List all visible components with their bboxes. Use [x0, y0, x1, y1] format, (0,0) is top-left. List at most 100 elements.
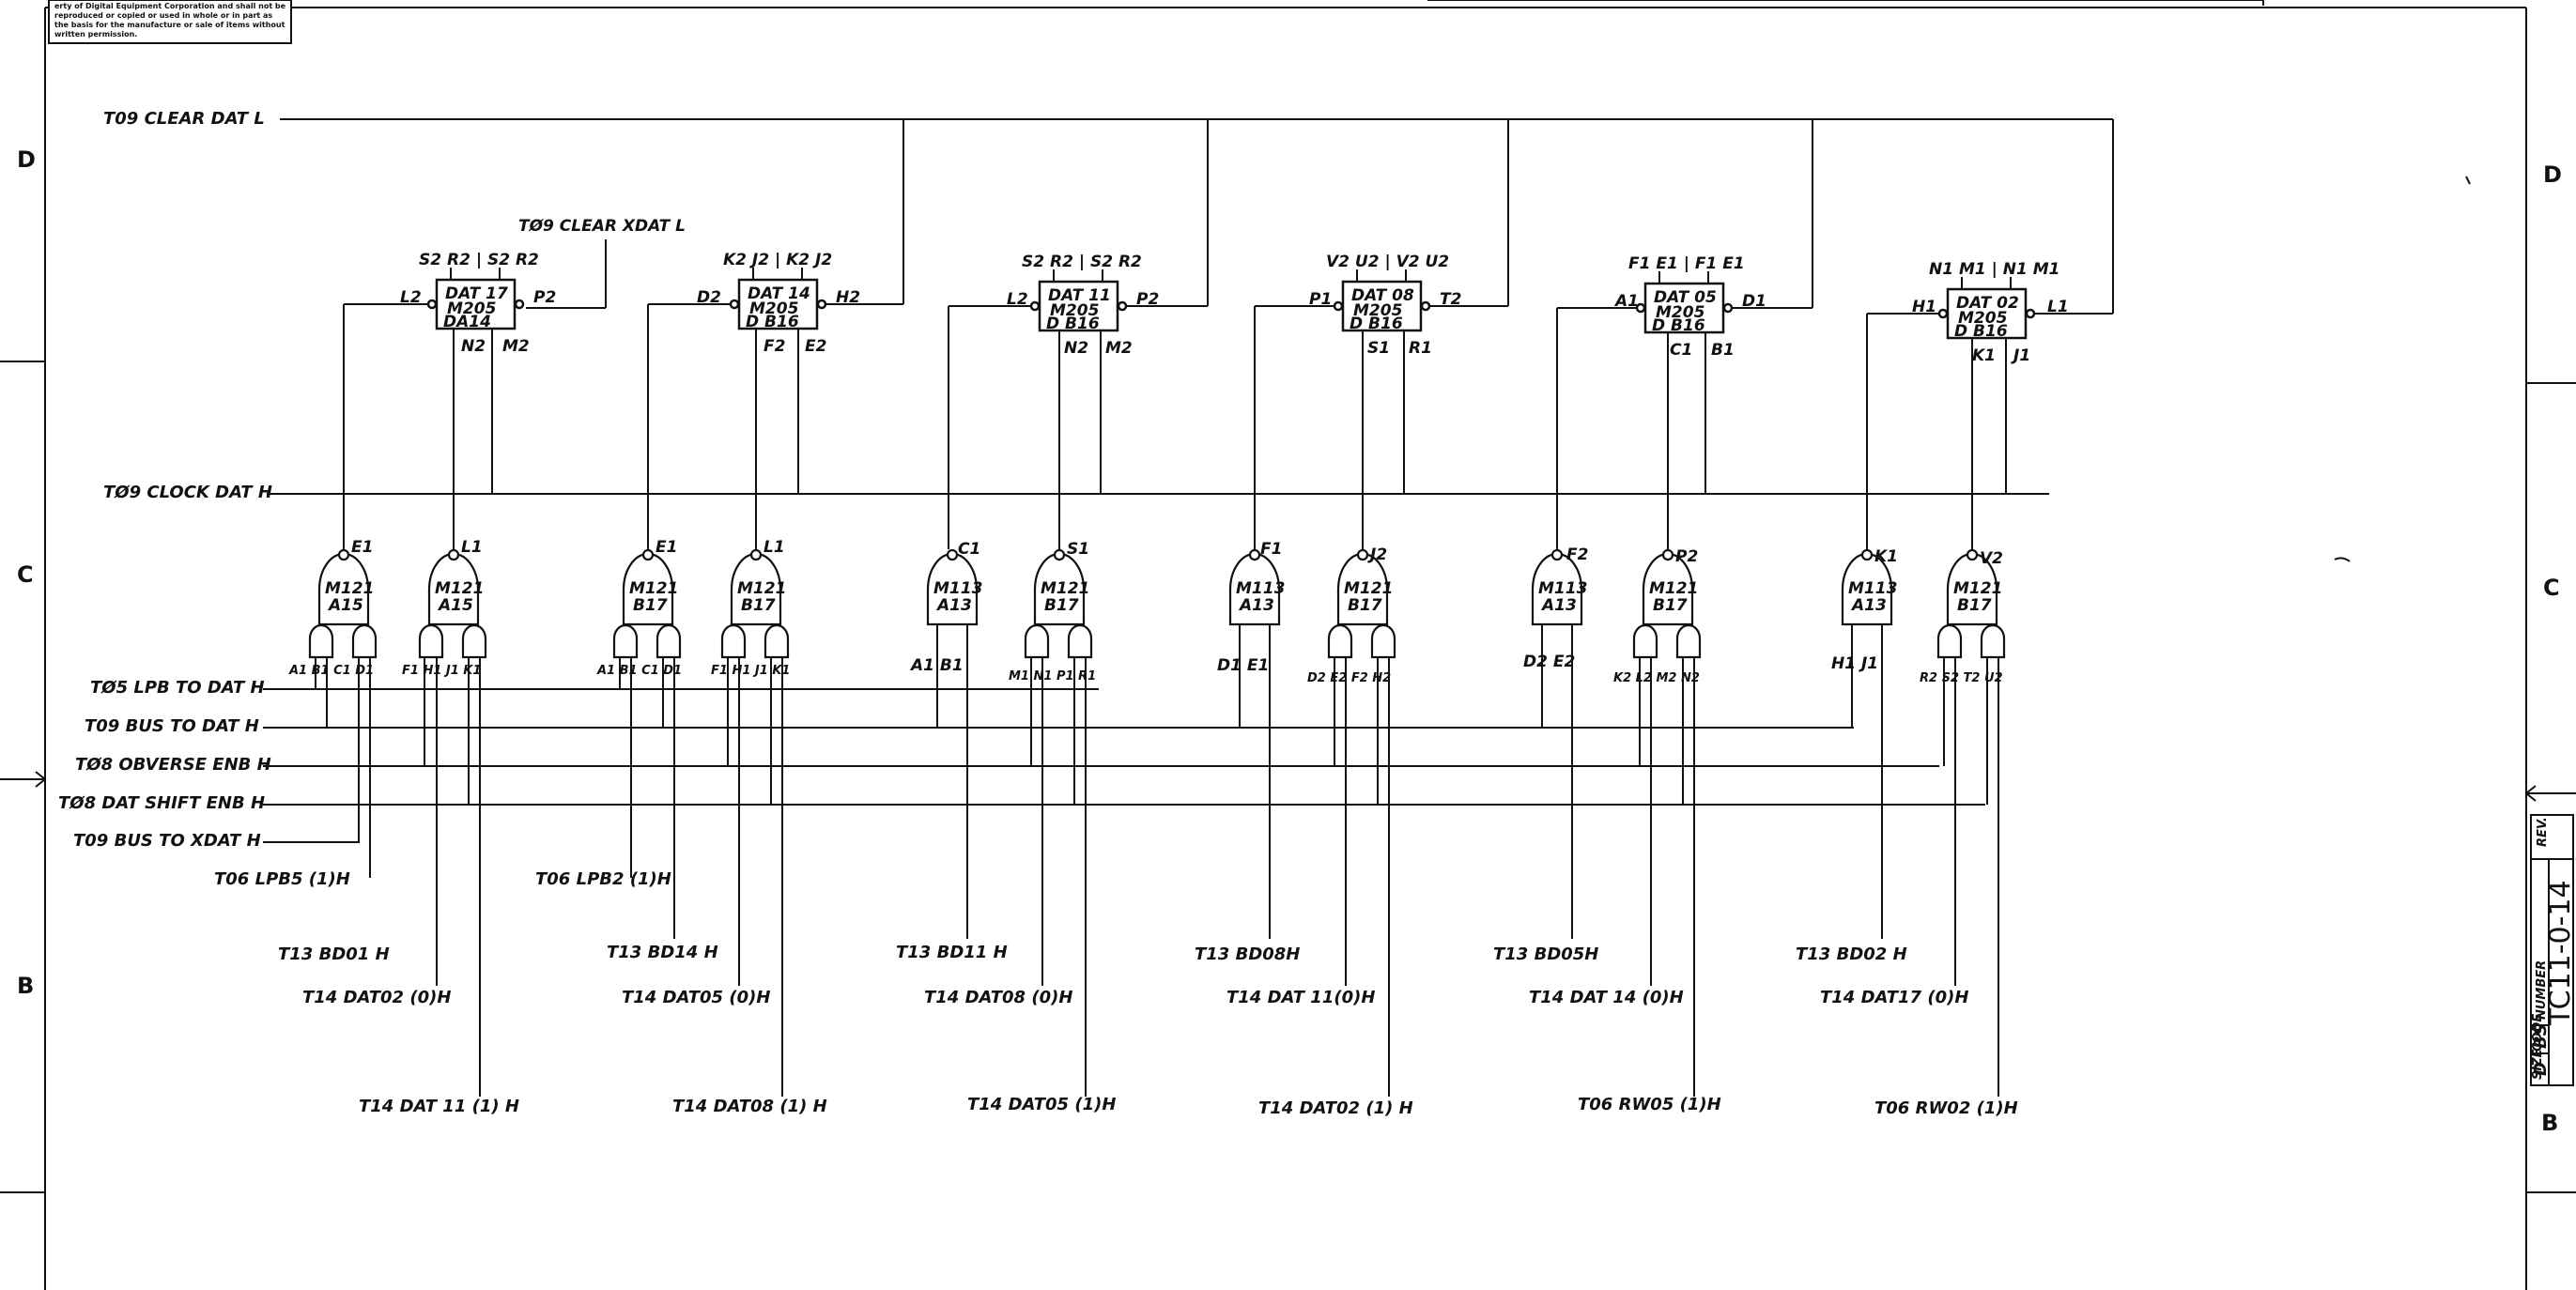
zone-d-right: D	[2543, 161, 2562, 188]
gate-out: E1	[656, 538, 677, 557]
ff-pins-top: S2 R2 | S2 R2	[1022, 253, 1142, 271]
bus-label: T09 BUS TO XDAT H	[73, 831, 261, 851]
ff-pin-b2: M2	[502, 337, 530, 356]
ff-loc: D B16	[746, 313, 799, 331]
title-block: REV. NUMBER TC11-0-14 CODE BS SIZE D	[2530, 814, 2576, 1086]
nand-gate: M121 B17 J2 D2 E2 F2 H2	[1307, 545, 1396, 685]
flipflop-dat17: DAT 17 M205 DA14 S2 R2 | S2 R2 L2 P2 N2 …	[400, 251, 556, 356]
clear-xdat-label: TØ9 CLEAR XDAT L	[518, 217, 686, 236]
ff-pins-top: N1 M1 | N1 M1	[1929, 260, 2060, 279]
gate-out: C1	[958, 540, 980, 559]
signal-label: T06 LPB2 (1)H	[535, 869, 671, 889]
signal-label: T14 DAT02 (1) H	[1258, 1098, 1413, 1118]
clear-dat-label: T09 CLEAR DAT L	[103, 109, 265, 129]
ff-loc: DA14	[443, 313, 491, 331]
ff-name: DAT 08	[1351, 286, 1414, 305]
ff-pin-b1: C1	[1670, 341, 1692, 360]
ff-pin-out: H2	[836, 288, 860, 307]
ff-pins-top: V2 U2 | V2 U2	[1326, 253, 1449, 271]
ff-pin-b2: R1	[1409, 339, 1432, 358]
gate-type: M121	[1041, 579, 1089, 598]
gate-type: M121	[629, 579, 678, 598]
signal-label: T13 BD08H	[1195, 944, 1300, 964]
number-label: NUMBER	[2535, 960, 2549, 1020]
ff-pin-out: L1	[2047, 298, 2069, 316]
ff-pin-out: D1	[1742, 292, 1766, 311]
signal-label: T14 DAT 14 (0)H	[1529, 988, 1684, 1007]
stray-marks	[2334, 176, 2471, 562]
signal-label: T14 DAT 11 (1) H	[359, 1097, 519, 1116]
ff-pin-b2: M2	[1105, 339, 1133, 358]
gate-ins: F1 H1 J1 K1	[711, 664, 790, 678]
signal-label: T14 DAT08 (0)H	[924, 988, 1072, 1007]
nand-gate: M113 A13 F1 D1 E1	[1217, 540, 1285, 675]
signal-label: T13 BD05H	[1493, 944, 1598, 964]
nand-gate: M113 A13 F2 D2 E2	[1523, 545, 1588, 671]
signal-label: T13 BD11 H	[896, 943, 1008, 962]
bottom-signals: T06 LPB5 (1)H T13 BD01 H T14 DAT02 (0)H …	[214, 869, 2018, 1118]
gate-loc: B17	[741, 596, 776, 615]
ff-loc: D B16	[1954, 322, 2008, 341]
gate-ins: F1 H1 J1 K1	[402, 664, 481, 678]
gate-loc: B17	[1957, 596, 1992, 615]
gate-ins: D1 E1	[1217, 656, 1269, 675]
gate-out: V2	[1980, 549, 2003, 568]
bus-label: TØ8 OBVERSE ENB H	[75, 755, 271, 775]
gate-loc: A13	[935, 596, 972, 615]
bus-label: T09 BUS TO DAT H	[85, 716, 259, 736]
gate-loc: B17	[1348, 596, 1382, 615]
gate-loc: A15	[437, 596, 473, 615]
size-label: SIZE	[2531, 1049, 2545, 1080]
signal-label: T14 DAT02 (0)H	[302, 988, 451, 1007]
ff-pin-out: P2	[1136, 290, 1159, 309]
ff-pin-in: P1	[1309, 290, 1332, 309]
zone-c-right: C	[2543, 575, 2560, 601]
zone-labels: D C B D C B	[17, 146, 2562, 1136]
ff-type: M205	[1353, 301, 1402, 320]
gate-out: P2	[1675, 547, 1698, 566]
size-value: D	[2531, 1062, 2551, 1076]
gate-ins: K2 L2 M2 N2	[1613, 671, 1700, 685]
gate-out: L1	[461, 538, 483, 557]
flipflop-dat05: DAT 05 M205 D B16 F1 E1 | F1 E1 A1 D1 C1…	[1613, 254, 1766, 360]
ff-pin-b1: N2	[461, 337, 486, 356]
gate-out: F1	[1260, 540, 1282, 559]
ff-type: M205	[749, 299, 798, 318]
gate-out: L1	[764, 538, 785, 557]
nand-gate: M121 B17 S1 M1 N1 P1 R1	[1009, 540, 1096, 683]
gate-ins: A1 B1 C1 D1	[288, 664, 374, 678]
gate-loc: A13	[1850, 596, 1887, 615]
ff-type: M205	[1050, 301, 1099, 320]
ff-pin-out: P2	[533, 288, 556, 307]
nand-gate: M113 A13 C1 A1 B1	[909, 540, 982, 675]
gate-ins: M1 N1 P1 R1	[1009, 669, 1096, 683]
gate-loc: B17	[1653, 596, 1688, 615]
zone-d-left: D	[17, 146, 36, 173]
gate-type: M113	[933, 579, 982, 598]
signal-label: T06 RW05 (1)H	[1578, 1095, 1721, 1114]
bus-label: TØ5 LPB TO DAT H	[90, 678, 265, 698]
nand-gate: M121 A15 L1 F1 H1 J1 K1	[402, 538, 487, 678]
gate-out: J2	[1367, 545, 1387, 564]
gate-loc: A13	[1540, 596, 1577, 615]
gate-type: M113	[1236, 579, 1285, 598]
clear-xdat-tag: TØ9 CLEAR XDAT L	[518, 217, 686, 309]
notice-line: reproduced or copied or used in whole or…	[54, 11, 272, 20]
nand-gate: M121 B17 P2 K2 L2 M2 N2	[1613, 547, 1702, 685]
gate-ins: R2 S2 T2 U2	[1920, 671, 2003, 685]
ff-pins-top: K2 J2 | K2 J2	[723, 251, 832, 269]
ff-pin-in: A1	[1613, 292, 1639, 311]
control-buses: TØ5 LPB TO DAT H T09 BUS TO DAT H TØ8 OB…	[58, 678, 1985, 851]
ff-name: DAT 14	[748, 284, 810, 303]
ff-name: DAT 11	[1048, 286, 1111, 305]
signal-label: T14 DAT05 (1)H	[967, 1095, 1116, 1114]
nand-gate: M121 B17 E1 A1 B1 C1 D1	[596, 538, 682, 678]
gate-array: M121 A15 E1 A1 B1 C1 D1 M121 A15 L1 F1 H…	[288, 538, 2006, 685]
copyright-notice: erty of Digital Equipment Corporation an…	[48, 0, 292, 44]
ff-name: DAT 05	[1654, 288, 1717, 307]
signal-label: T13 BD01 H	[278, 944, 390, 964]
ff-pin-b1: K1	[1972, 346, 1996, 365]
input-wiring	[315, 624, 1999, 1097]
ff-pin-in: L2	[1007, 290, 1028, 309]
